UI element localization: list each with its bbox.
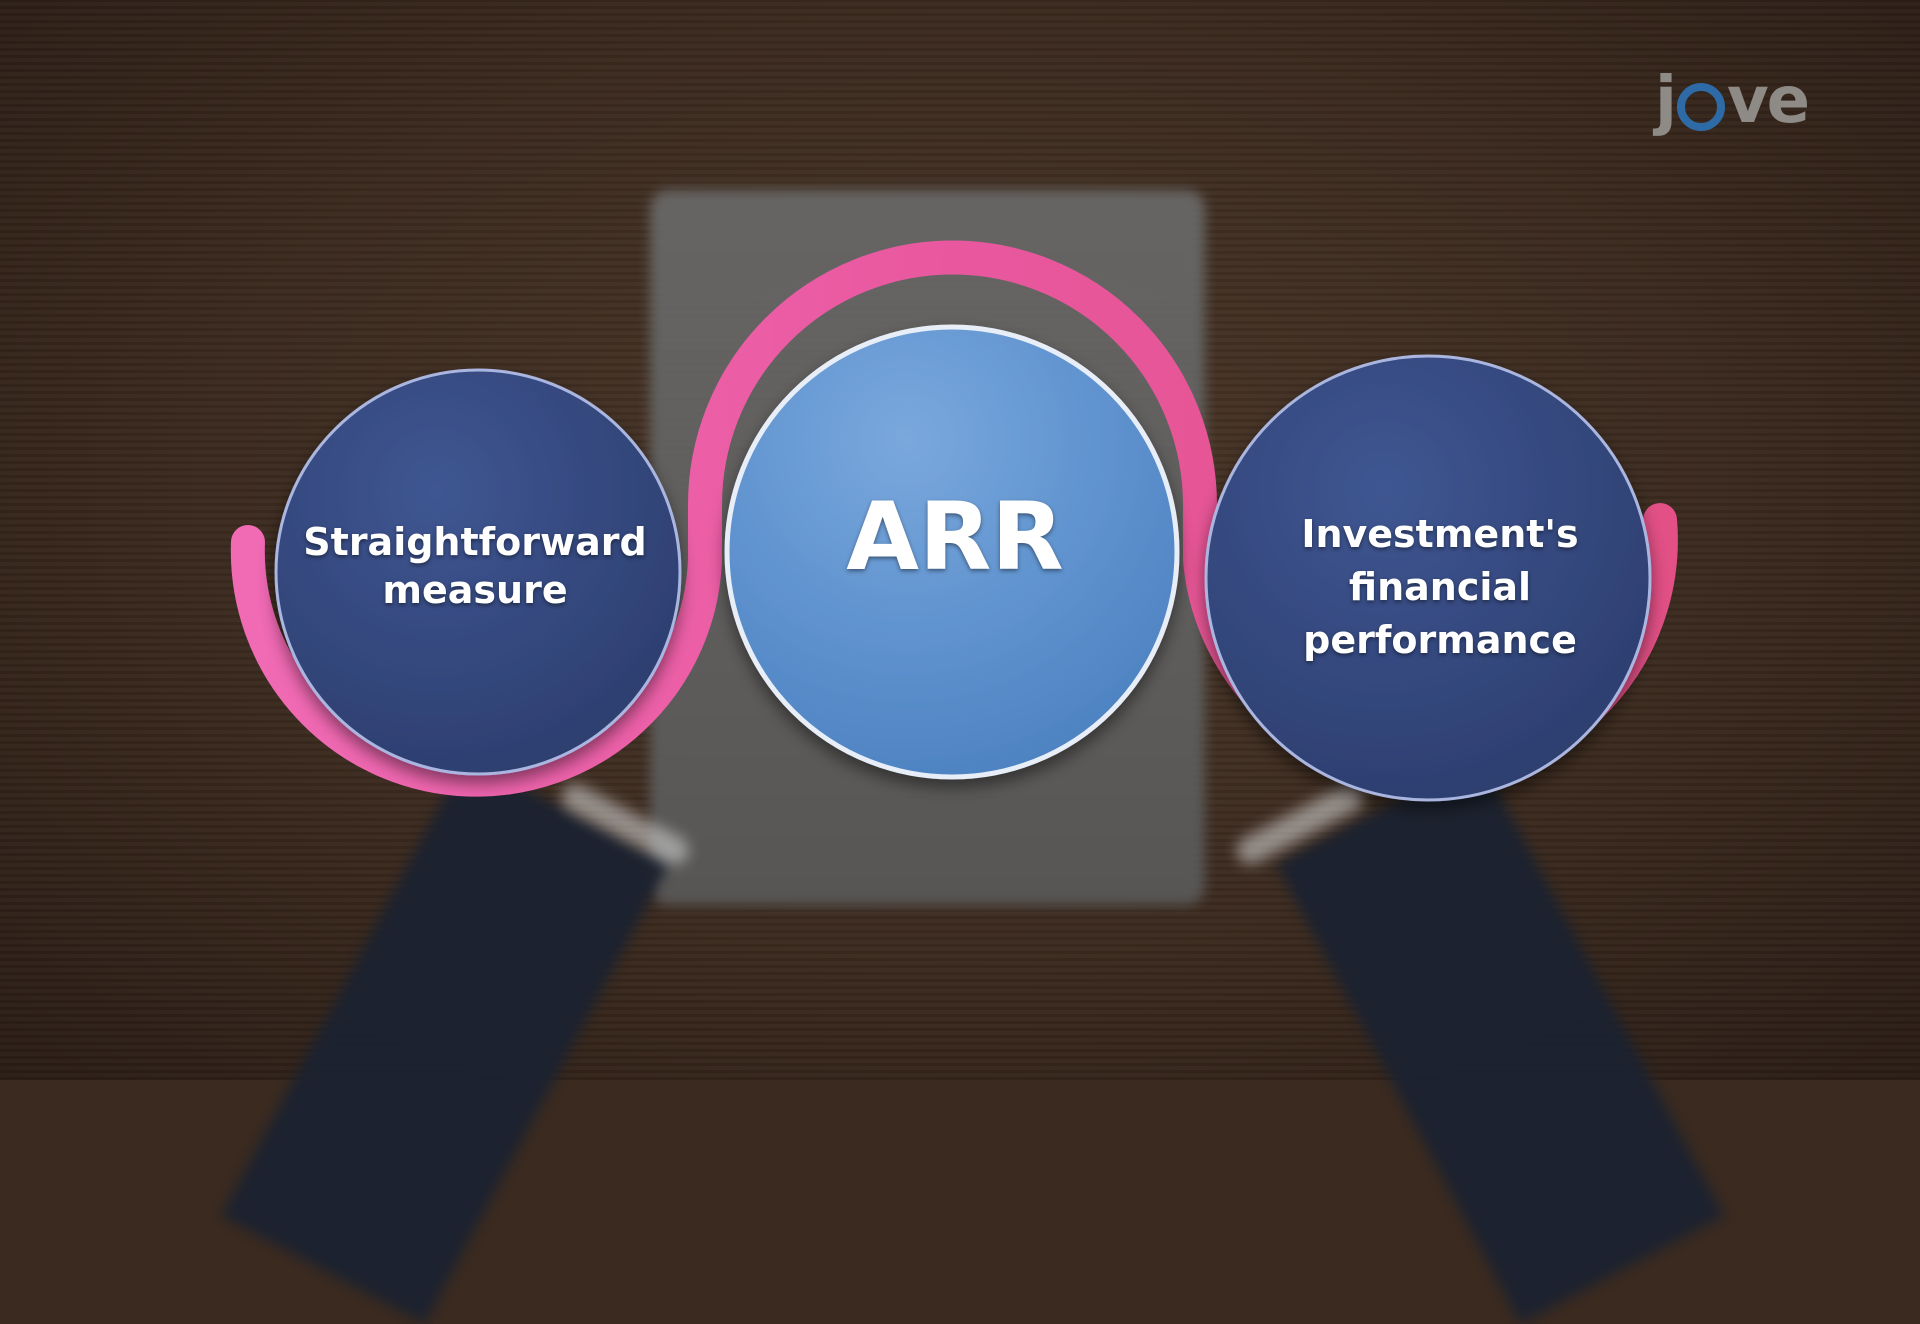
left-concept-circle	[274, 368, 682, 776]
center-arr-circle	[724, 324, 1180, 780]
left-label-line-1: Straightforward	[303, 520, 647, 564]
arr-diagram: Straightforward measure ARR Investment's…	[230, 240, 1678, 802]
right-label-line-2: financial	[1348, 565, 1532, 609]
right-concept-circle	[1204, 354, 1652, 802]
logo-text-suffix: ve	[1726, 64, 1810, 138]
logo-text: j	[1655, 64, 1677, 138]
right-label-line-3: performance	[1303, 618, 1577, 662]
logo-speech-bubble-icon	[1676, 83, 1725, 131]
left-label-line-2: measure	[382, 568, 568, 612]
left-circle-label: Straightforward measure	[300, 518, 650, 614]
center-circle-label: ARR	[846, 483, 1064, 592]
diagram-graphic	[230, 240, 1678, 802]
jove-logo: j ve	[1655, 56, 1835, 146]
right-label-line-1: Investment's	[1301, 512, 1579, 556]
right-circle-label: Investment's financial performance	[1230, 508, 1650, 667]
